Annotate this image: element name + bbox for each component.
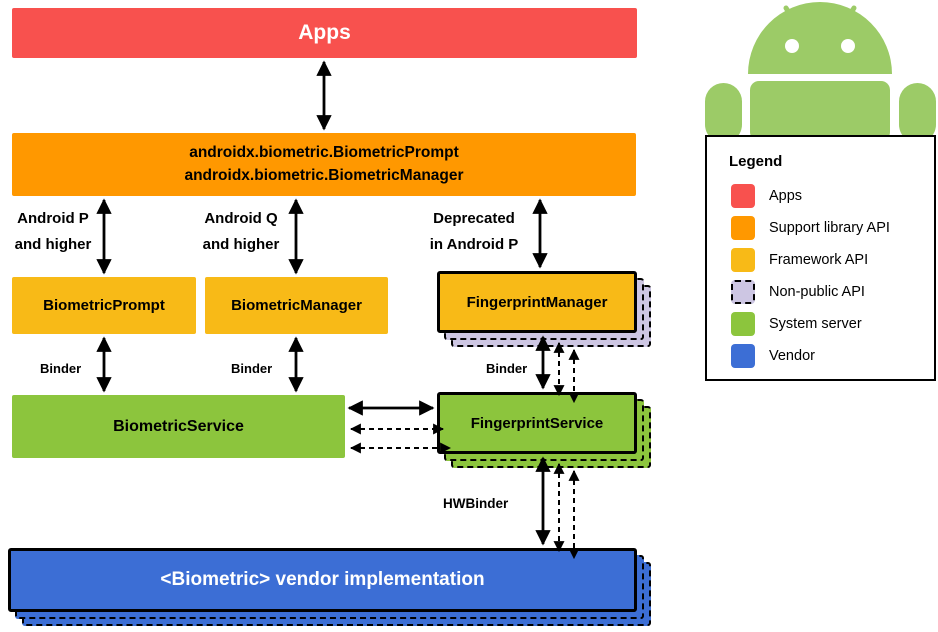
fingerprint-manager-stack: FingerprintManager (437, 271, 653, 349)
legend-label-support-library-api: Support library API (769, 220, 890, 236)
binder-label-right: Binder (486, 361, 528, 376)
legend-label-vendor: Vendor (769, 348, 815, 364)
legend-swatch-system-server (731, 312, 755, 336)
robot-right-eye (841, 39, 855, 53)
apps-node: Apps (12, 8, 637, 58)
legend-item-non-public-api: Non-public API (731, 280, 934, 304)
robot-head (748, 2, 892, 74)
legend-title: Legend (729, 153, 783, 170)
biometric-service-node: BiometricService (12, 395, 345, 458)
support-library-api-node: androidx.biometric.BiometricPrompt andro… (12, 133, 636, 196)
deprecated-label: Deprecated in Android P (429, 210, 519, 253)
android-q-label: Android Q and higher (202, 210, 280, 253)
legend-label-apps: Apps (769, 188, 803, 204)
legend-item-system-server: System server (731, 312, 934, 336)
robot-left-antenna (783, 5, 803, 33)
legend-item-vendor: Vendor (731, 344, 934, 368)
vendor-node: <Biometric> vendor implementation (8, 548, 637, 612)
biometric-prompt-node: BiometricPrompt (12, 277, 196, 334)
legend-item-framework-api: Framework API (731, 248, 934, 272)
binder-label-middle: Binder (231, 361, 273, 376)
android-robot-logo (705, 2, 936, 135)
legend-label-system-server: System server (769, 316, 862, 332)
robot-left-eye (785, 39, 799, 53)
hwbinder-label: HWBinder (443, 496, 509, 511)
legend-swatch-vendor (731, 344, 755, 368)
legend-swatch-apps (731, 184, 755, 208)
robot-right-antenna (837, 5, 857, 33)
legend-swatch-framework-api (731, 248, 755, 272)
legend-panel: Legend Apps Support library API Framewor… (705, 135, 936, 381)
legend-item-support-library-api: Support library API (731, 216, 934, 240)
robot-right-arm (899, 83, 936, 135)
android-p-label: Android P and higher (14, 210, 92, 253)
vendor-stack: <Biometric> vendor implementation (8, 548, 653, 628)
fingerprint-service-stack: FingerprintService (437, 392, 653, 470)
legend-swatch-non-public-api (731, 280, 755, 304)
robot-body-group (705, 2, 936, 135)
legend-label-framework-api: Framework API (769, 252, 869, 268)
legend-swatch-support-library-api (731, 216, 755, 240)
legend-label-non-public-api: Non-public API (769, 284, 865, 300)
fingerprint-service-node: FingerprintService (437, 392, 637, 454)
legend-item-apps: Apps (731, 184, 934, 208)
robot-left-arm (705, 83, 742, 135)
biometric-manager-node: BiometricManager (205, 277, 388, 334)
binder-label-left: Binder (40, 361, 82, 376)
robot-torso (750, 81, 890, 135)
fingerprint-manager-node: FingerprintManager (437, 271, 637, 333)
